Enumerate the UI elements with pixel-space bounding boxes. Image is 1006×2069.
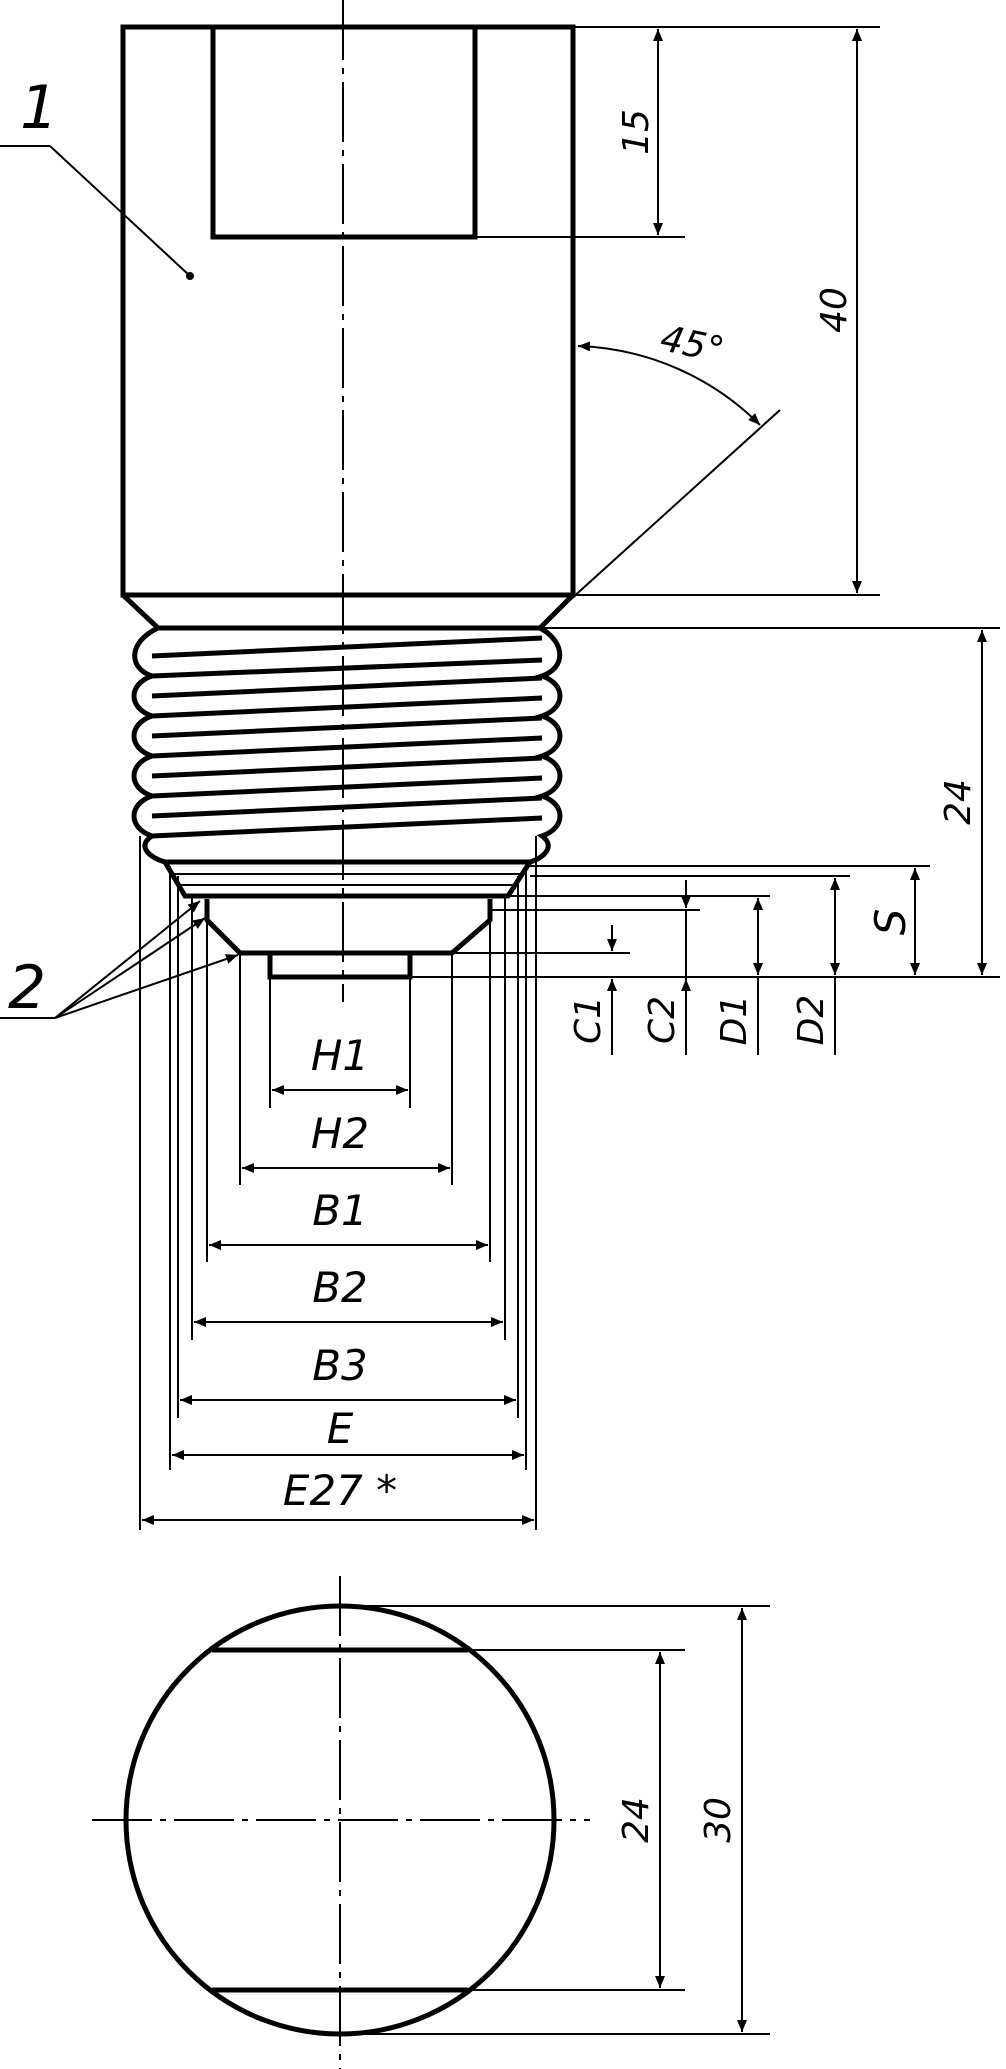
contact-tip bbox=[204, 899, 493, 980]
dim-E27-text: E27 * bbox=[283, 1466, 397, 1515]
dim-40-text: 40 bbox=[814, 287, 855, 333]
leader-1: 1 bbox=[0, 73, 194, 280]
horizontal-dimensions: H1 H2 B1 B2 B3 E E27 * bbox=[139, 836, 537, 1530]
thread-end bbox=[160, 859, 535, 899]
dim-24-thread-text: 24 bbox=[938, 779, 979, 825]
dim-D2-text: D2 bbox=[791, 995, 832, 1046]
dim-24-flat-text: 24 bbox=[616, 1797, 657, 1843]
dim-15-text: 15 bbox=[616, 109, 657, 155]
dim-E-text: E bbox=[327, 1404, 354, 1453]
thread-outline bbox=[131, 625, 166, 865]
dim-S-text: S bbox=[866, 909, 915, 936]
end-view: 24 30 bbox=[92, 1576, 770, 2069]
body-outline bbox=[120, 24, 576, 598]
dim-H2-text: H2 bbox=[311, 1109, 369, 1158]
gauge-body bbox=[120, 0, 576, 1002]
dimension-C-D-group: C1 C2 D1 D2 bbox=[408, 875, 850, 1055]
leader-1-dot bbox=[186, 272, 194, 280]
dim-B3-text: B3 bbox=[312, 1341, 368, 1390]
thread-turns bbox=[151, 635, 543, 839]
dim-C2-text: C2 bbox=[642, 996, 683, 1044]
dim-C1-text: C1 bbox=[568, 996, 609, 1044]
dim-H1-text: H1 bbox=[311, 1031, 369, 1080]
dim-D1-text: D1 bbox=[714, 995, 755, 1046]
dimension-40: 40 bbox=[573, 29, 880, 596]
part-2-label: 2 bbox=[8, 953, 46, 1023]
dimension-S: S bbox=[530, 865, 930, 975]
contact-pin bbox=[267, 950, 413, 980]
thread-outline-right bbox=[529, 625, 563, 865]
leader-2: 2 bbox=[0, 900, 239, 1023]
dim-30-text: 30 bbox=[698, 1797, 739, 1843]
body-chamfer bbox=[121, 593, 575, 631]
thread bbox=[131, 625, 563, 899]
dim-B2-text: B2 bbox=[312, 1263, 368, 1312]
angle-45: 45° bbox=[569, 318, 781, 601]
dimension-15: 15 bbox=[475, 26, 880, 238]
dim-B1-text: B1 bbox=[312, 1186, 368, 1235]
part-1-label: 1 bbox=[20, 73, 58, 143]
contact-cone bbox=[204, 899, 493, 956]
